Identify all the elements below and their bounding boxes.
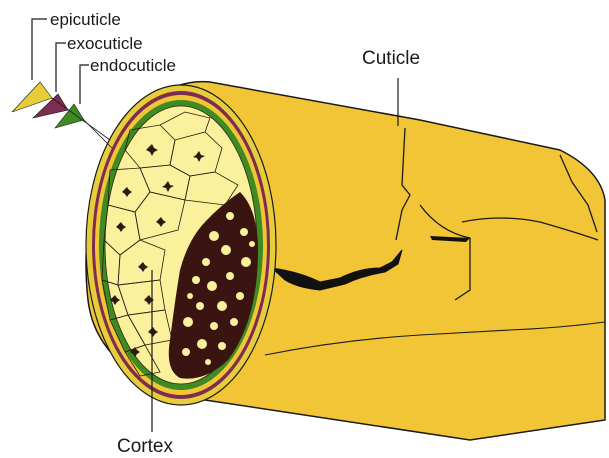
key-pointer-2 — [84, 120, 112, 148]
exocuticle-leader — [56, 43, 66, 92]
layer-key — [12, 82, 112, 148]
endocuticle-label: endocuticle — [90, 56, 176, 75]
cross-section — [86, 85, 276, 405]
epicuticle-label: epicuticle — [50, 10, 121, 29]
endocuticle-leader — [80, 65, 89, 104]
epicuticle-leader — [32, 19, 47, 80]
cortex-label: Cortex — [117, 436, 173, 457]
exocuticle-label: exocuticle — [67, 34, 143, 53]
cuticle-label: Cuticle — [362, 48, 420, 69]
key-pointer-1 — [52, 98, 110, 140]
